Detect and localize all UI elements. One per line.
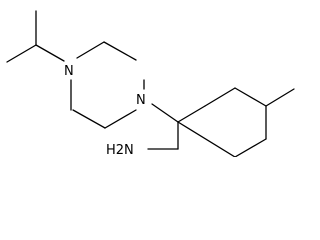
piperazine-bond-1 — [76, 41, 105, 59]
piperazine-nitrogen-bottom-label: N — [136, 93, 146, 108]
amine-label: H2N — [106, 143, 134, 157]
cyclohexane-bond-1 — [177, 105, 206, 123]
piperazine-bond-5 — [72, 109, 106, 129]
methyl-bond — [265, 88, 295, 107]
piperazine-nitrogen-top-label: N — [64, 64, 74, 79]
cyclohexane-bond-6 — [177, 121, 236, 157]
isopropyl-bond-left — [6, 44, 37, 63]
piperazine-bond-4 — [104, 109, 137, 129]
cyclohexane-bond-3 — [234, 87, 267, 107]
isopropyl-to-nitrogen-bond — [35, 44, 65, 62]
chemical-structure-diagram: N N H2N — [6, 10, 295, 157]
cyclohexane-bond-5 — [234, 138, 267, 157]
nitrogen-to-cyclohexane-bond — [151, 103, 179, 123]
cyclohexane-bond-2 — [204, 87, 236, 107]
piperazine-bond-2 — [103, 41, 137, 61]
